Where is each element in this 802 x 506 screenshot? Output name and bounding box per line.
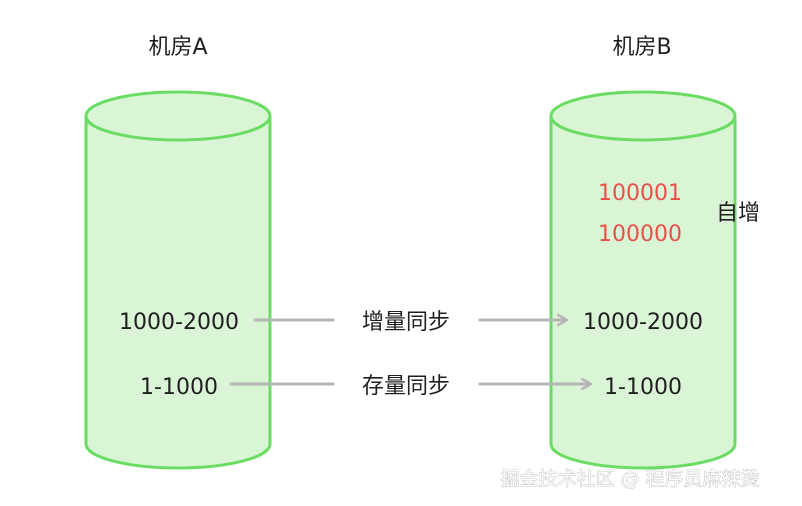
room-b-auto-id-100001: 100001 xyxy=(598,181,682,206)
watermark: 掘金技术社区 @ 程序员麻辣烫 xyxy=(500,468,759,490)
auto-increment-label: 自增 xyxy=(716,201,760,226)
stock-sync-label: 存量同步 xyxy=(362,374,450,399)
room-a-title: 机房A xyxy=(148,35,207,60)
room-b-row-range-1-1000: 1-1000 xyxy=(604,375,682,400)
room-b-auto-id-100000: 100000 xyxy=(598,222,682,247)
room-b-row-range-1000-2000: 1000-2000 xyxy=(583,310,703,335)
room-b-cylinder xyxy=(549,90,737,470)
room-b-title: 机房B xyxy=(612,35,671,60)
room-a-row-range-1-1000: 1-1000 xyxy=(140,375,218,400)
room-a-row-range-1000-2000: 1000-2000 xyxy=(119,310,239,335)
incremental-sync-label: 增量同步 xyxy=(362,310,450,335)
room-a-cylinder xyxy=(84,90,272,470)
